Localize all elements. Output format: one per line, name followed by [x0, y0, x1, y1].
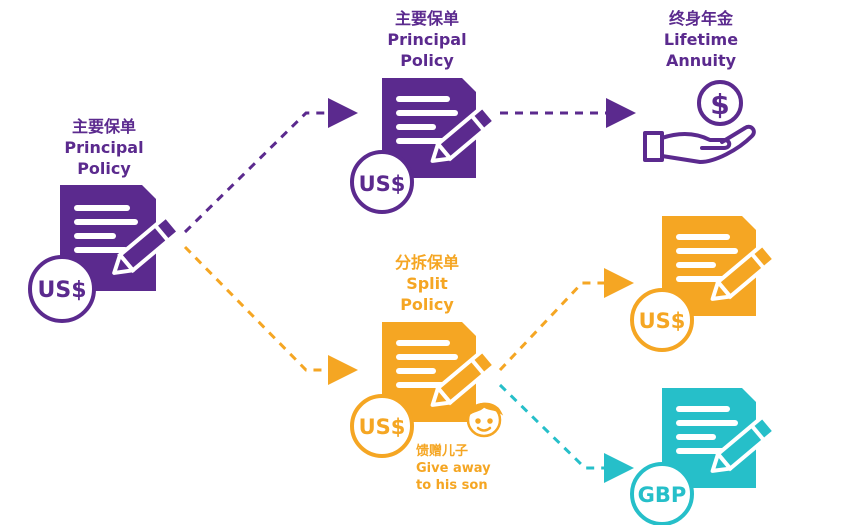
connector-principal-to-split	[183, 245, 358, 385]
annuity-label-zh: 终身年金	[668, 9, 733, 28]
hand-dollar-icon: $	[643, 80, 756, 164]
principal-left-label-en2: Policy	[77, 159, 131, 178]
annuity-label-en2: Annuity	[665, 51, 737, 70]
svg-text:$: $	[710, 88, 729, 121]
split-label-zh: 分拆保单	[394, 253, 459, 272]
give-away-label-zh: 馈赠儿子	[416, 444, 469, 459]
connector-principal-to-top	[183, 98, 358, 234]
split-usd-policy-icon	[630, 216, 778, 352]
principal-top-label-en1: Principal	[387, 30, 467, 49]
principal-policy-top-icon	[350, 78, 498, 214]
annuity-label: 终身年金 Lifetime Annuity	[649, 8, 753, 71]
give-away-label-en1: Give away	[416, 461, 491, 476]
connector-split-to-gbp	[498, 383, 634, 483]
split-label: 分拆保单 Split Policy	[375, 252, 479, 315]
annuity-label-en1: Lifetime	[663, 30, 739, 49]
split-label-en2: Policy	[400, 295, 454, 314]
give-away-label-en2: to his son	[416, 478, 488, 493]
principal-left-label-en1: Principal	[64, 138, 144, 157]
split-policy-icon	[350, 322, 498, 458]
split-gbp-currency: GBP	[638, 483, 687, 507]
principal-top-currency: US$	[359, 172, 406, 196]
give-away-label: 馈赠儿子 Give away to his son	[416, 443, 491, 494]
principal-policy-left-icon	[28, 185, 182, 323]
principal-top-label-en2: Policy	[400, 51, 454, 70]
split-label-en1: Split	[406, 274, 448, 293]
boy-face-icon	[466, 402, 504, 438]
connector-split-to-usd	[498, 268, 634, 372]
principal-left-label: 主要保单 Principal Policy	[52, 116, 156, 179]
split-currency: US$	[359, 415, 406, 439]
split-gbp-policy-icon	[630, 388, 778, 525]
principal-left-currency: US$	[37, 278, 86, 303]
principal-top-label-zh: 主要保单	[394, 9, 459, 28]
principal-left-label-zh: 主要保单	[71, 117, 136, 136]
split-usd-currency: US$	[639, 309, 686, 333]
principal-top-label: 主要保单 Principal Policy	[375, 8, 479, 71]
